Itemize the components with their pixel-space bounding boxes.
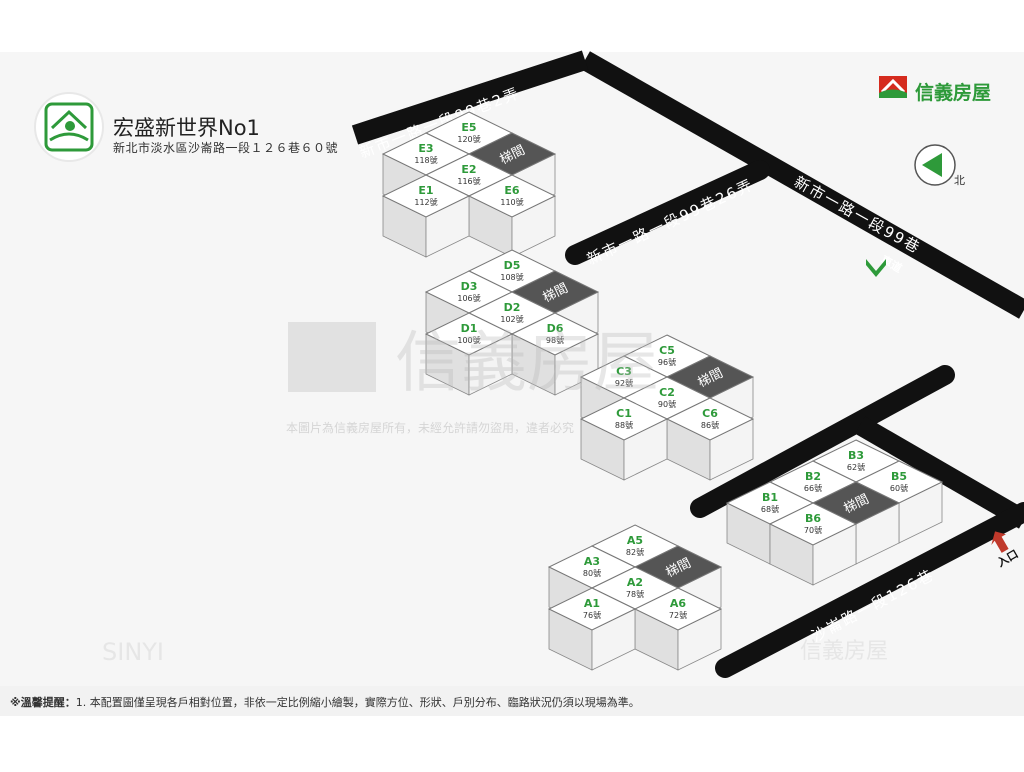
watermark-logo-icon (288, 322, 376, 392)
road-side (854, 416, 1024, 529)
unit-id-label: E1 (418, 184, 433, 197)
unit-number-label: 86號 (701, 420, 719, 430)
unit-a6 (633, 587, 723, 631)
watermark: 信義房屋 本圖片為信義房屋所有，未經允許請勿盜用，違者必究 (286, 322, 659, 435)
road-right (580, 51, 1024, 319)
unit-number-label: 78號 (626, 589, 644, 599)
unit-number-label: 70號 (804, 525, 822, 535)
north-arrow-icon (922, 153, 942, 177)
unit-id-label: C3 (616, 365, 632, 378)
road-middle (565, 160, 770, 265)
unit-id-label: E6 (504, 184, 520, 197)
unit-id-label: A1 (584, 597, 600, 610)
unit-id-label: C1 (616, 407, 632, 420)
unit-d1 (424, 312, 514, 356)
unit-id-label: B6 (805, 512, 821, 525)
unit-number-label: 120號 (457, 134, 480, 144)
building-block: B362號B266號B560號B168號梯間B670號 (725, 439, 944, 586)
unit-number-label: 76號 (583, 610, 601, 620)
arrow-up-icon (991, 531, 1009, 553)
unit-d6 (510, 312, 600, 356)
building-block: C596號C392號梯間C290號C686號C188號 (579, 334, 755, 481)
unit-id-label: B5 (891, 470, 907, 483)
unit-id-label: C6 (702, 407, 718, 420)
unit-id-label: D2 (504, 301, 521, 314)
unit-id-label: B1 (762, 491, 778, 504)
unit-number-label: 108號 (500, 272, 523, 282)
unit-id-label: B2 (805, 470, 821, 483)
unit-id-label: A3 (584, 555, 600, 568)
footer-label: ※溫馨提醒： (10, 696, 76, 709)
unit-number-label: 66號 (804, 483, 822, 493)
project-logo-icon (34, 92, 104, 162)
brand-name: 信義房屋 (915, 82, 992, 104)
compass: 北 (914, 144, 965, 187)
unit-number-label: 116號 (457, 176, 480, 186)
building-block: A582號A380號梯間A278號A672號A176號 (547, 524, 723, 671)
road-top (351, 50, 589, 145)
unit-number-label: 60號 (890, 483, 908, 493)
unit-c1 (579, 397, 669, 441)
unit-number-label: 88號 (615, 420, 633, 430)
unit-id-label: D6 (547, 322, 564, 335)
compass-label: 北 (954, 174, 965, 187)
unit-id-label: C5 (659, 344, 675, 357)
unit-number-label: 72號 (669, 610, 687, 620)
project-title: 宏盛新世界No1 (113, 116, 260, 140)
unit-id-label: C2 (659, 386, 675, 399)
unit-id-label: D3 (461, 280, 478, 293)
unit-id-label: D1 (461, 322, 478, 335)
sinyi-house-logo-icon (879, 76, 907, 98)
chevron-down-icon (866, 259, 886, 277)
road-bottom (715, 502, 1024, 678)
unit-number-label: 98號 (546, 335, 564, 345)
unit-e6 (467, 174, 557, 218)
unit-id-label: A5 (627, 534, 643, 547)
unit-e1 (381, 174, 471, 218)
watermark-english: SINYI (102, 638, 164, 666)
unit-id-label: E3 (418, 142, 433, 155)
watermark-text: 本圖片為信義房屋所有，未經允許請勿盜用，違者必究 (286, 420, 574, 435)
unit-number-label: 96號 (658, 357, 676, 367)
unit-id-label: B3 (848, 449, 864, 462)
unit-c6 (665, 397, 755, 441)
footer-note: ※溫馨提醒：1. 本配置圖僅呈現各戶相對位置，非依一定比例縮小繪製，實際方位、形… (0, 686, 1024, 716)
footer-text: ※溫馨提醒：1. 本配置圖僅呈現各戶相對位置，非依一定比例縮小繪製，實際方位、形… (10, 694, 640, 710)
watermark-brand-corner: 信義房屋 (800, 639, 888, 664)
buildings-layer: E5120號E3118號梯間E2116號E6110號E1112號D5108號D3… (381, 111, 944, 671)
unit-id-label: A2 (627, 576, 643, 589)
unit-number-label: 110號 (500, 197, 523, 207)
project-address: 新北市淡水區沙崙路一段１２６巷６０號 (113, 141, 339, 155)
unit-id-label: E2 (461, 163, 476, 176)
unit-number-label: 62號 (847, 462, 865, 472)
unit-number-label: 68號 (761, 504, 779, 514)
unit-number-label: 106號 (457, 293, 480, 303)
unit-number-label: 112號 (414, 197, 437, 207)
unit-number-label: 100號 (457, 335, 480, 345)
unit-number-label: 90號 (658, 399, 676, 409)
unit-b6 (768, 502, 858, 546)
watermark-brand: 信義房屋 (395, 324, 659, 401)
unit-id-label: E5 (461, 121, 476, 134)
footer-note-text: 1. 本配置圖僅呈現各戶相對位置，非依一定比例縮小繪製，實際方位、形狀、戶別分布… (75, 696, 640, 709)
unit-id-label: D5 (504, 259, 521, 272)
road-lower-branch (690, 365, 955, 518)
unit-number-label: 118號 (414, 155, 437, 165)
unit-number-label: 80號 (583, 568, 601, 578)
unit-id-label: A6 (670, 597, 687, 610)
unit-a1 (547, 587, 637, 631)
unit-number-label: 102號 (500, 314, 523, 324)
unit-number-label: 82號 (626, 547, 644, 557)
building-block: D5108號D3106號梯間D2102號D698號D1100號 (424, 249, 600, 396)
roads-layer (351, 50, 1024, 678)
building-block: E5120號E3118號梯間E2116號E6110號E1112號 (381, 111, 557, 258)
unit-number-label: 92號 (615, 378, 633, 388)
